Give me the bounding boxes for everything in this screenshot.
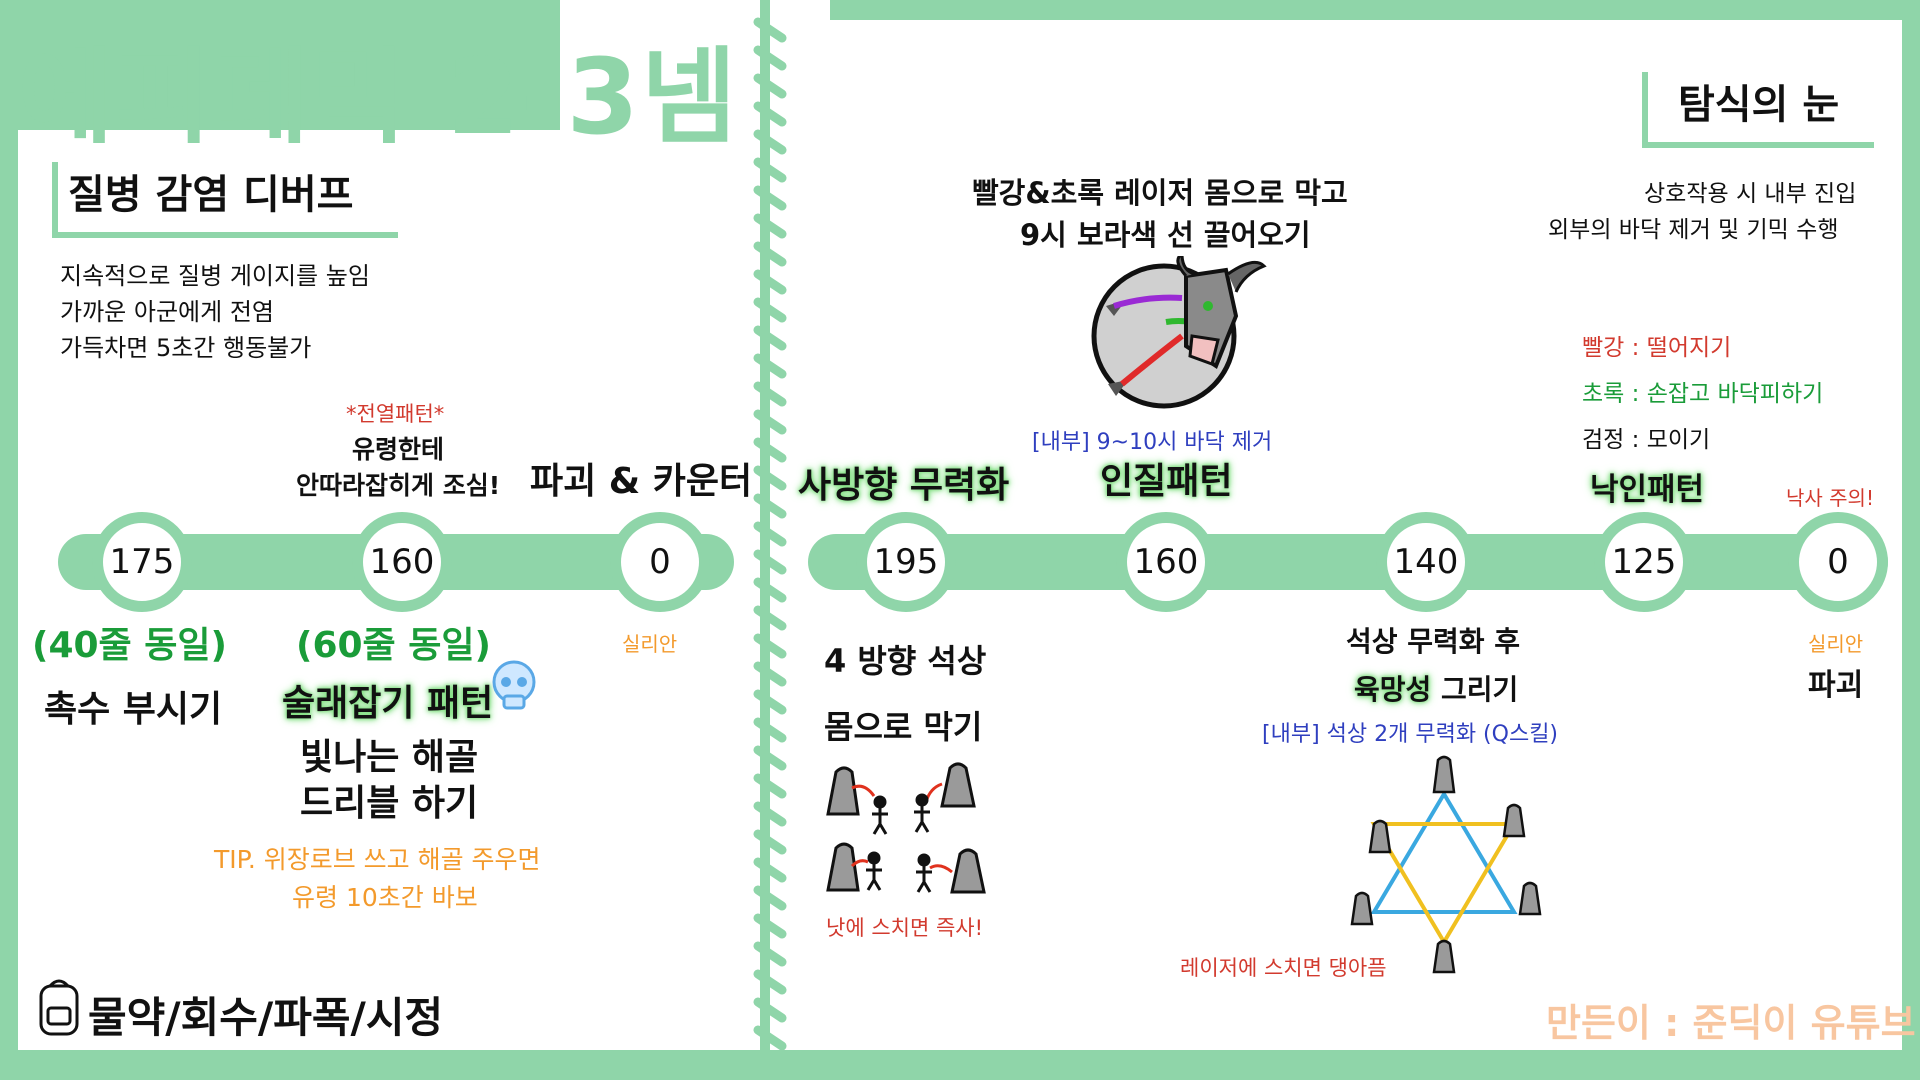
node-125-value: 125 bbox=[1611, 542, 1677, 582]
node-0-right: 0 bbox=[1788, 512, 1888, 612]
warn-line-2: 안따라잡히게 조심! bbox=[296, 471, 501, 500]
page-title: 에피데믹 2-3넴 bbox=[18, 36, 739, 158]
boss-icon bbox=[1091, 256, 1267, 409]
color-green: 초록 : 손잡고 바닥피하기 bbox=[1582, 381, 1824, 407]
n140-line-1: 석상 무력화 후 bbox=[1346, 625, 1521, 658]
node-0-left: 0 bbox=[610, 512, 710, 612]
warn-tag: *전열패턴* bbox=[346, 402, 445, 426]
node-160-left-sub: (60줄 동일) bbox=[296, 625, 491, 666]
node-160-right-value: 160 bbox=[1133, 542, 1199, 582]
eye-label-text: 탐식의 눈 bbox=[1678, 82, 1840, 128]
statue-icon bbox=[826, 762, 986, 894]
pattern-b-label: 인질패턴 bbox=[1100, 461, 1233, 502]
skull-icon bbox=[492, 660, 536, 710]
debuff-label-text: 질병 감염 디버프 bbox=[68, 172, 354, 218]
destroy-counter-label: 파괴 & 카운터 bbox=[530, 461, 753, 502]
n140-note: [내부] 석상 2개 무력화 (Q스킬) bbox=[1262, 722, 1559, 747]
node-160-left-value: 160 bbox=[369, 542, 435, 582]
node-175: 175 bbox=[92, 512, 192, 612]
pattern-c-label: 낙인패턴 bbox=[1590, 472, 1705, 508]
node-195-value: 195 bbox=[873, 542, 939, 582]
node-195: 195 bbox=[856, 512, 956, 612]
node-175-value: 175 bbox=[109, 542, 175, 582]
credit-label: 만든이 : 준딕이 유튜브 bbox=[1546, 1001, 1916, 1045]
color-black: 검정 : 모이기 bbox=[1582, 427, 1711, 453]
node-140: 140 bbox=[1376, 512, 1476, 612]
node-0-right-value: 0 bbox=[1827, 542, 1849, 582]
n0-right-action: 파괴 bbox=[1808, 668, 1864, 703]
debuff-line-2: 가까운 아군에게 전염 bbox=[60, 298, 274, 326]
fall-warn: 낙사 주의! bbox=[1786, 486, 1874, 510]
n140-line-2-rest: 그리기 bbox=[1431, 673, 1519, 706]
dashed-divider bbox=[752, 16, 788, 1056]
n195-line-2: 몸으로 막기 bbox=[824, 708, 983, 746]
debuff-label: 질병 감염 디버프 bbox=[52, 162, 398, 238]
node-0-left-value: 0 bbox=[649, 542, 671, 582]
node-175-sub: (40줄 동일) bbox=[32, 625, 227, 666]
pattern-a-label: 사방향 무력화 bbox=[798, 465, 1010, 506]
laser-title-1: 빨강&초록 레이저 몸으로 막고 bbox=[972, 176, 1348, 210]
color-red: 빨강 : 떨어지기 bbox=[1582, 335, 1732, 361]
node-125: 125 bbox=[1594, 512, 1694, 612]
debuff-line-3: 가득차면 5초간 행동불가 bbox=[60, 334, 312, 362]
node-160-left-action1: 빛나는 해골 bbox=[300, 737, 479, 778]
n195-line-1: 4 방향 석상 bbox=[824, 642, 987, 680]
node-160-left: 160 bbox=[352, 512, 452, 612]
node-160-left-pattern: 술래잡기 패턴 bbox=[282, 683, 494, 724]
n195-warn: 낫에 스치면 즉사! bbox=[826, 916, 984, 940]
n140-line-2-hex: 육망성 bbox=[1354, 673, 1432, 706]
eye-desc-1: 상호작용 시 내부 진입 bbox=[1644, 181, 1857, 207]
node-160-right: 160 bbox=[1116, 512, 1216, 612]
right-track bbox=[808, 534, 1888, 590]
node-175-action: 촉수 부시기 bbox=[44, 689, 223, 730]
footer-label: 물약/회수/파폭/시정 bbox=[88, 993, 444, 1042]
node-140-value: 140 bbox=[1393, 542, 1459, 582]
hexagram-icon bbox=[1350, 755, 1542, 974]
node-0-left-note: 실리안 bbox=[622, 632, 678, 656]
laser-note: [내부] 9~10시 바닥 제거 bbox=[1032, 430, 1273, 455]
debuff-line-1: 지속적으로 질병 게이지를 높임 bbox=[60, 262, 370, 290]
eye-label: 탐식의 눈 bbox=[1642, 72, 1874, 148]
n140-warn: 레이저에 스치면 댕아픔 bbox=[1180, 956, 1387, 980]
warn-line-1: 유령한테 bbox=[352, 435, 445, 464]
node-160-left-action2: 드리블 하기 bbox=[300, 783, 479, 824]
tip-line-1: TIP. 위장로브 쓰고 해골 주우면 bbox=[214, 845, 541, 874]
eye-desc-2: 외부의 바닥 제거 및 기믹 수행 bbox=[1548, 217, 1839, 243]
laser-title-2: 9시 보라색 선 끌어오기 bbox=[1020, 218, 1311, 252]
tip-line-2: 유령 10초간 바보 bbox=[292, 883, 478, 912]
n140-line-2: 육망성 그리기 bbox=[1354, 668, 1518, 708]
n0-right-note: 실리안 bbox=[1808, 632, 1864, 656]
backpack-icon bbox=[39, 979, 79, 1036]
left-panel-top bbox=[560, 0, 760, 140]
